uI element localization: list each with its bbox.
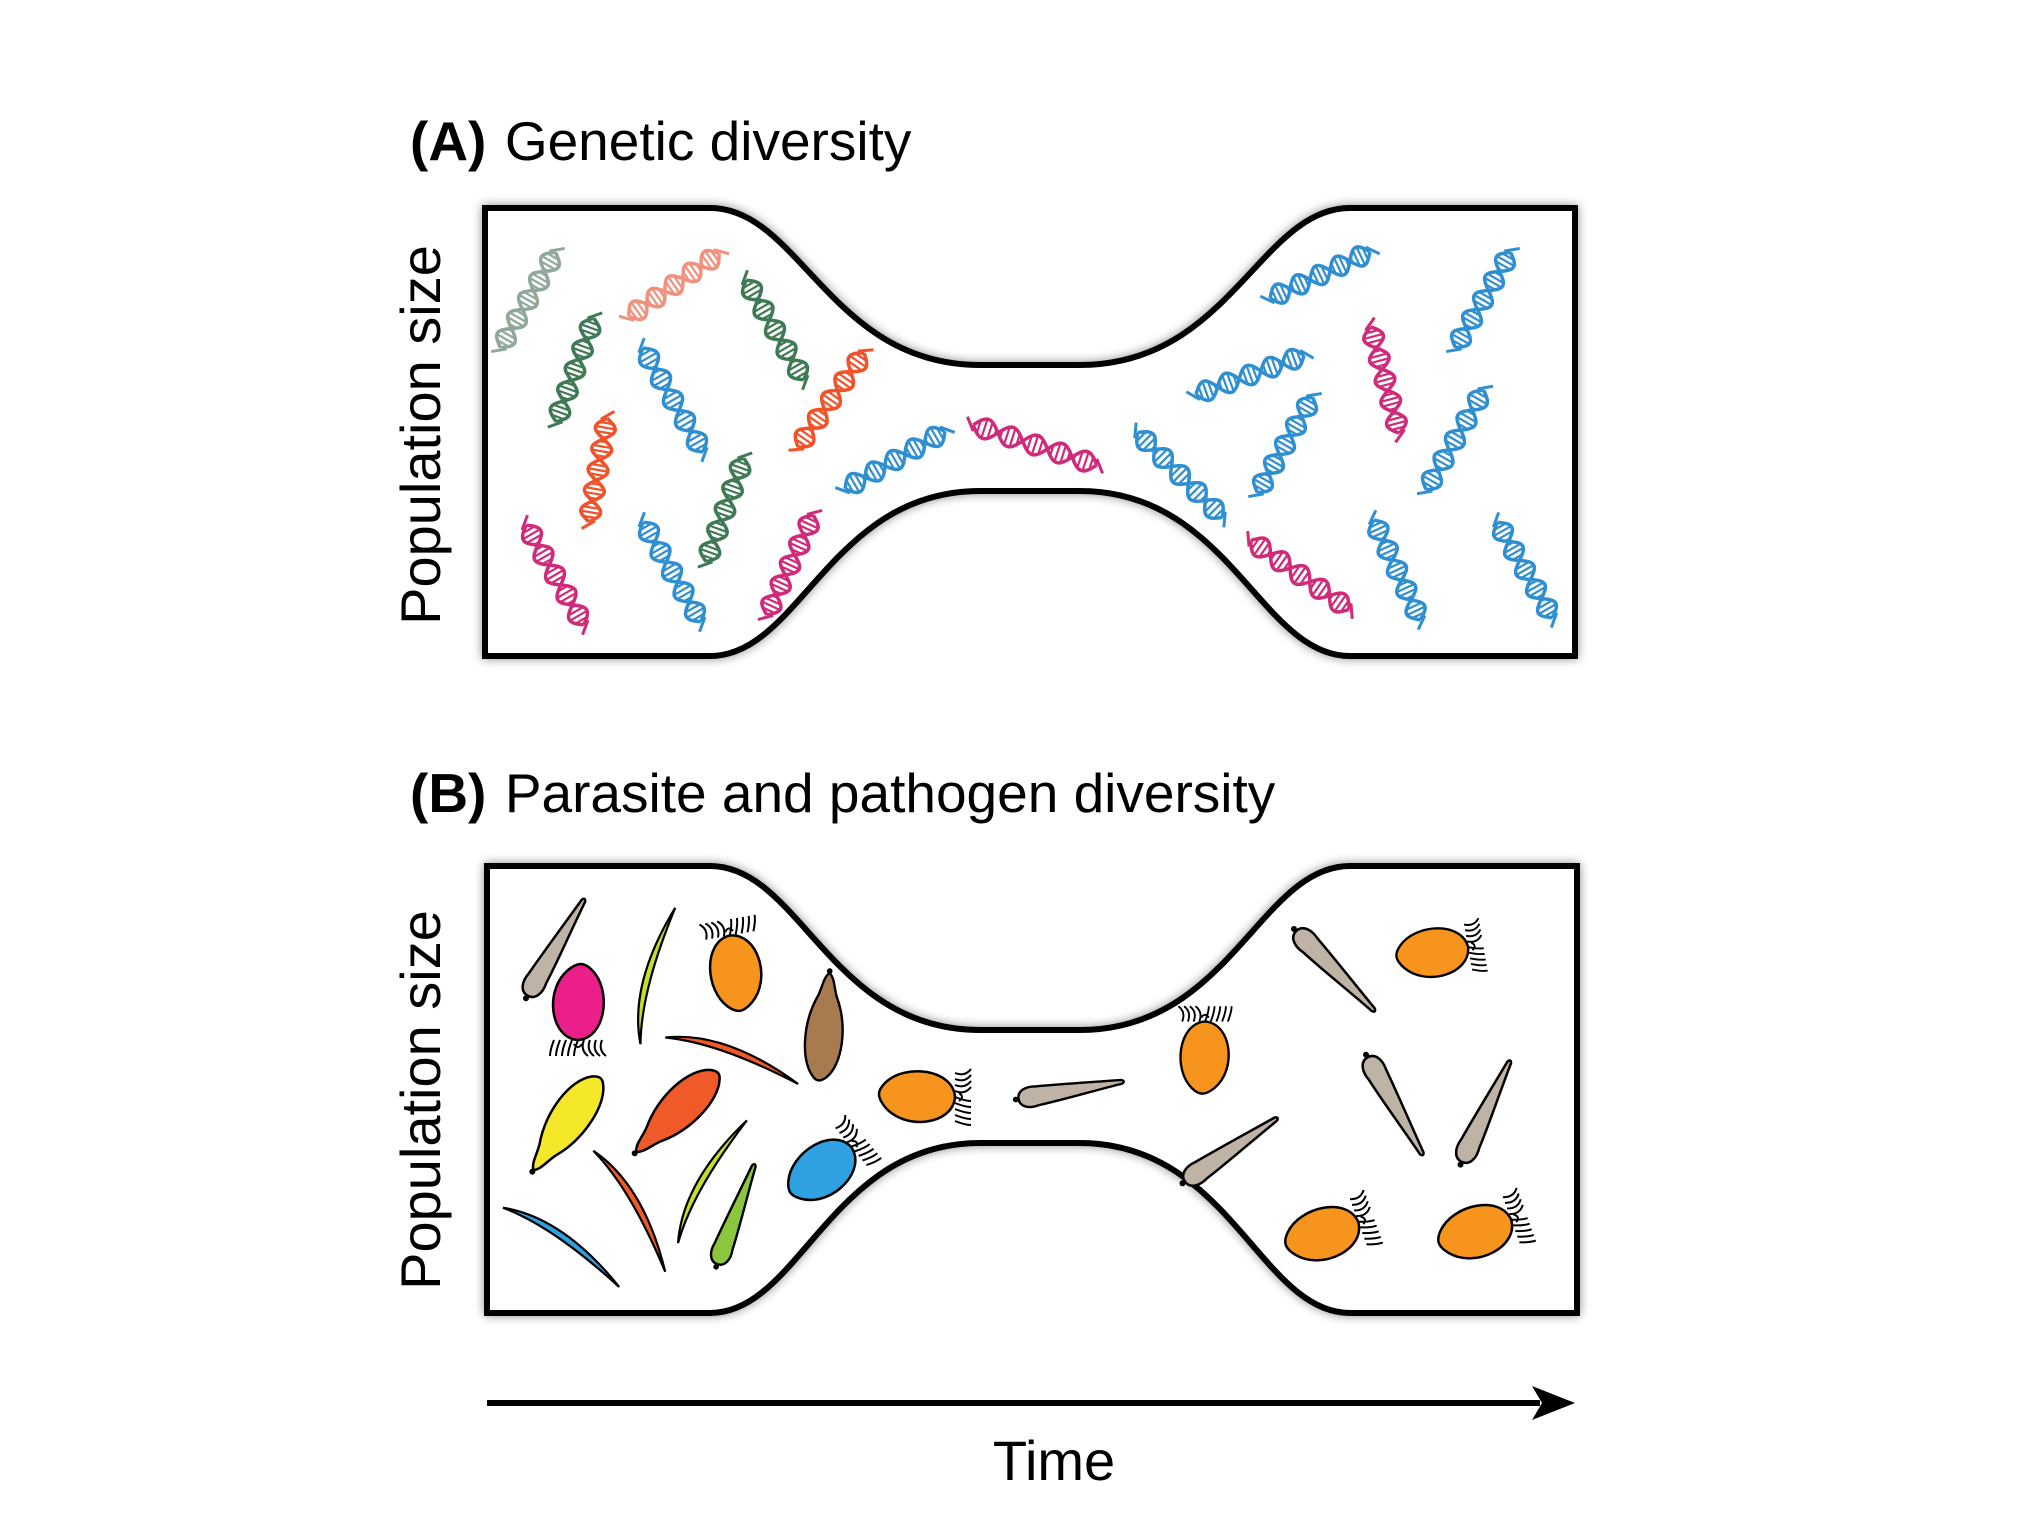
dna-helix-icon [637,511,707,633]
mite-parasite-icon [698,914,763,1013]
dna-helix-icon [1246,530,1354,620]
dna-helix-icon [1446,246,1520,354]
mite-parasite-icon [1436,1187,1537,1260]
mite-parasite-icon [1177,1005,1233,1095]
panel-a-label: (A) [410,110,486,172]
fluke-parasite-icon [1290,925,1377,1013]
dna-helices [491,245,1559,636]
dna-helix-icon [637,337,709,463]
panel-a-title: Genetic diversity [505,110,912,172]
worm-parasite-icon [676,1119,748,1244]
fluke-parasite-icon [521,897,587,1002]
fluke-parasite-icon [1179,1116,1279,1187]
worm-parasite-icon [592,1149,667,1273]
dna-helix-icon [547,311,603,429]
time-arrow-head [1532,1386,1575,1420]
mite-parasite-icon [1395,917,1488,979]
dna-helix-icon [834,425,956,495]
leech-parasite-icon [631,1068,721,1157]
mite-parasite-icon [549,962,607,1057]
dna-helix-icon [757,508,823,622]
panel-a-bottleneck-outline [482,205,1578,659]
dna-helix-icon [579,410,617,530]
mite-parasite-icon [786,1114,882,1202]
worm-parasite-icon [665,1035,799,1085]
panel-b-title: Parasite and pathogen diversity [505,762,1276,824]
panel-b-label: (B) [410,762,486,824]
dna-helix-icon [1248,391,1322,499]
worm-parasite-icon [637,907,677,1045]
fluke-parasite-icon [709,1162,757,1270]
dna-helix-icon [740,269,810,391]
dna-helix-icon [520,514,590,636]
dna-helix-icon [697,451,753,569]
panel-b: (B) Parasite and pathogen diversity Popu… [389,762,1580,1316]
fluke-parasite-icon [1454,1059,1513,1168]
panel-a-y-axis-label: Population size [389,245,452,625]
dna-helix-icon [1259,245,1381,305]
svg-text:(A) Genetic diversity: (A) Genetic diversity [410,110,912,172]
dna-helix-icon [1416,384,1494,496]
svg-text:(B) Parasite and pathoge: (B) Parasite and pathogen diversity [410,762,1276,824]
dna-helix-icon [1185,347,1315,403]
panel-b-y-axis-label: Population size [389,910,452,1290]
dna-helix-icon [966,416,1104,474]
time-axis: Time [487,1386,1575,1492]
panel-a: (A) Genetic diversity Population size [389,110,1578,659]
dna-helix-icon [1491,511,1559,629]
time-axis-label: Time [993,1429,1115,1492]
dna-helix-icon [788,348,874,452]
dna-helix-icon [1362,316,1408,444]
leech-parasite-icon [529,1075,605,1175]
dna-helix-icon [618,248,730,322]
fluke-parasite-icon [1012,1078,1125,1109]
parasites [502,897,1537,1288]
worm-parasite-icon [502,1206,621,1288]
leech-parasite-icon [803,968,844,1082]
mite-parasite-icon [1283,1189,1384,1262]
dna-helix-icon [1367,509,1427,631]
dna-helix-icon [491,246,565,354]
mite-parasite-icon [877,1068,972,1126]
fluke-parasite-icon [1361,1051,1425,1157]
dna-helix-icon [1133,422,1227,528]
